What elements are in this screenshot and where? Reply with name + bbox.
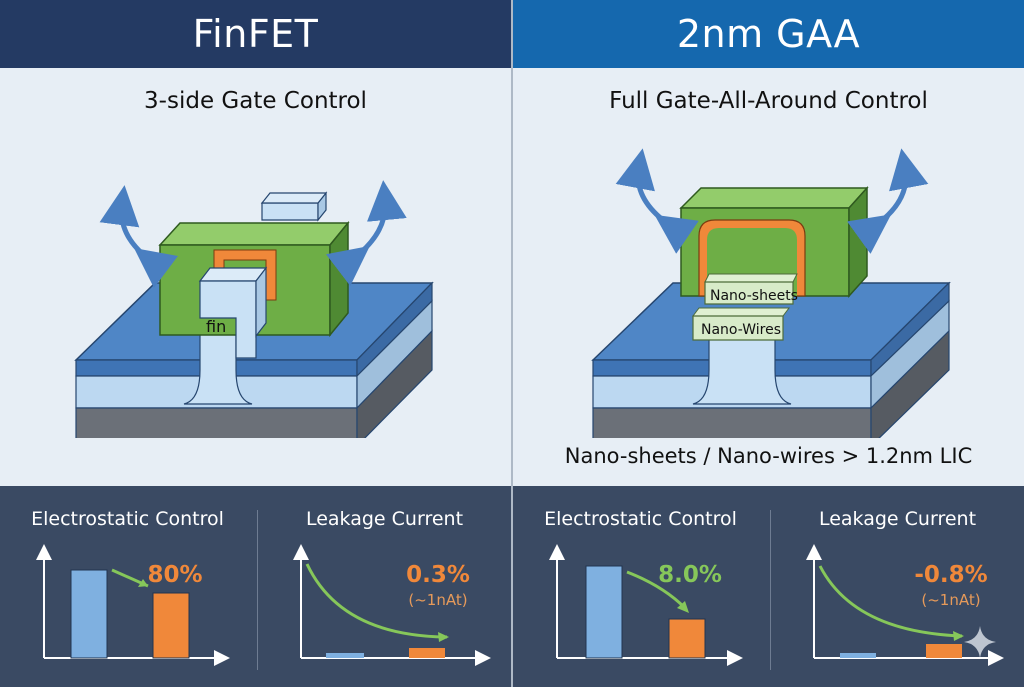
metric-title: Leakage Current: [305, 508, 464, 530]
curved-double-arrow-icon: [847, 148, 929, 254]
curved-double-arrow-icon: [99, 185, 179, 289]
gaa-leakage-metric: Leakage Current -0.8% (~1nAt): [770, 486, 1024, 687]
nano-wire: [692, 307, 790, 341]
gaa-footnote: Nano-sheets / Nano-wires > 1.2nm LIC: [564, 444, 973, 468]
gaa-diagram-area: Full Gate-All-Around Control: [513, 68, 1024, 486]
metric-subvalue: (~1nAt): [408, 591, 468, 609]
bar-chart-mini: [36, 544, 230, 666]
gaa-electrostatic-metric: Electrostatic Control 8.0%: [513, 486, 768, 687]
bar-after: [668, 618, 706, 659]
nano-sheet: [704, 273, 798, 305]
bar-chart-mini: [549, 544, 743, 666]
finfet-leakage-metric: Leakage Current 0.3% (~1nAt): [257, 486, 512, 687]
finfet-header: FinFET: [0, 0, 511, 68]
nano-wires-label: Nano-Wires: [701, 322, 781, 338]
bar-before: [585, 565, 623, 659]
panel-divider: [511, 0, 513, 687]
curve-chart-mini: [293, 544, 491, 666]
leakage-curve: [818, 565, 963, 638]
gaa-diagram: Nano-sheets Nano-Wires: [591, 148, 951, 438]
gate-block: [158, 220, 350, 359]
finfet-diagram-area: 3-side Gate Control: [0, 68, 511, 486]
gaa-metrics: Electrostatic Control 8.0% Leakage Curre…: [513, 486, 1024, 687]
metric-divider: [770, 510, 771, 670]
metric-value: 0.3%: [406, 562, 470, 588]
gaa-panel: 2nm GAA Full Gate-All-Around Control: [513, 0, 1024, 687]
metric-value: -0.8%: [914, 562, 988, 588]
finfet-electrostatic-metric: Electrostatic Control 80%: [0, 486, 255, 687]
nano-sheets-label: Nano-sheets: [710, 288, 798, 304]
sparkle-icon: [964, 626, 996, 658]
channel-trench: [692, 337, 792, 405]
metric-title: Electrostatic Control: [31, 508, 224, 530]
metric-title: Electrostatic Control: [544, 508, 737, 530]
finfet-subtitle: 3-side Gate Control: [144, 88, 367, 114]
gaa-header: 2nm GAA: [513, 0, 1024, 68]
bar-before: [70, 569, 108, 659]
fin-label: fin: [206, 317, 226, 336]
metric-value: 80%: [147, 562, 203, 588]
leakage-curve: [305, 563, 448, 639]
curved-double-arrow-icon: [615, 148, 699, 254]
metric-title: Leakage Current: [818, 508, 977, 530]
trend-arrow: [626, 570, 687, 610]
finfet-panel: FinFET 3-side Gate Control: [0, 0, 511, 687]
metric-subvalue: (~1nAt): [921, 591, 981, 609]
metric-divider: [257, 510, 258, 670]
curved-double-arrow-icon: [325, 180, 407, 287]
fin-channel: [183, 191, 328, 405]
metric-value: 8.0%: [658, 562, 722, 588]
finfet-metrics: Electrostatic Control 80% Leakage Curren…: [0, 486, 511, 687]
bar-after: [152, 592, 190, 659]
curve-chart-mini: [806, 544, 1004, 666]
gaa-subtitle: Full Gate-All-Around Control: [609, 88, 928, 114]
finfet-diagram: fin: [74, 180, 434, 438]
